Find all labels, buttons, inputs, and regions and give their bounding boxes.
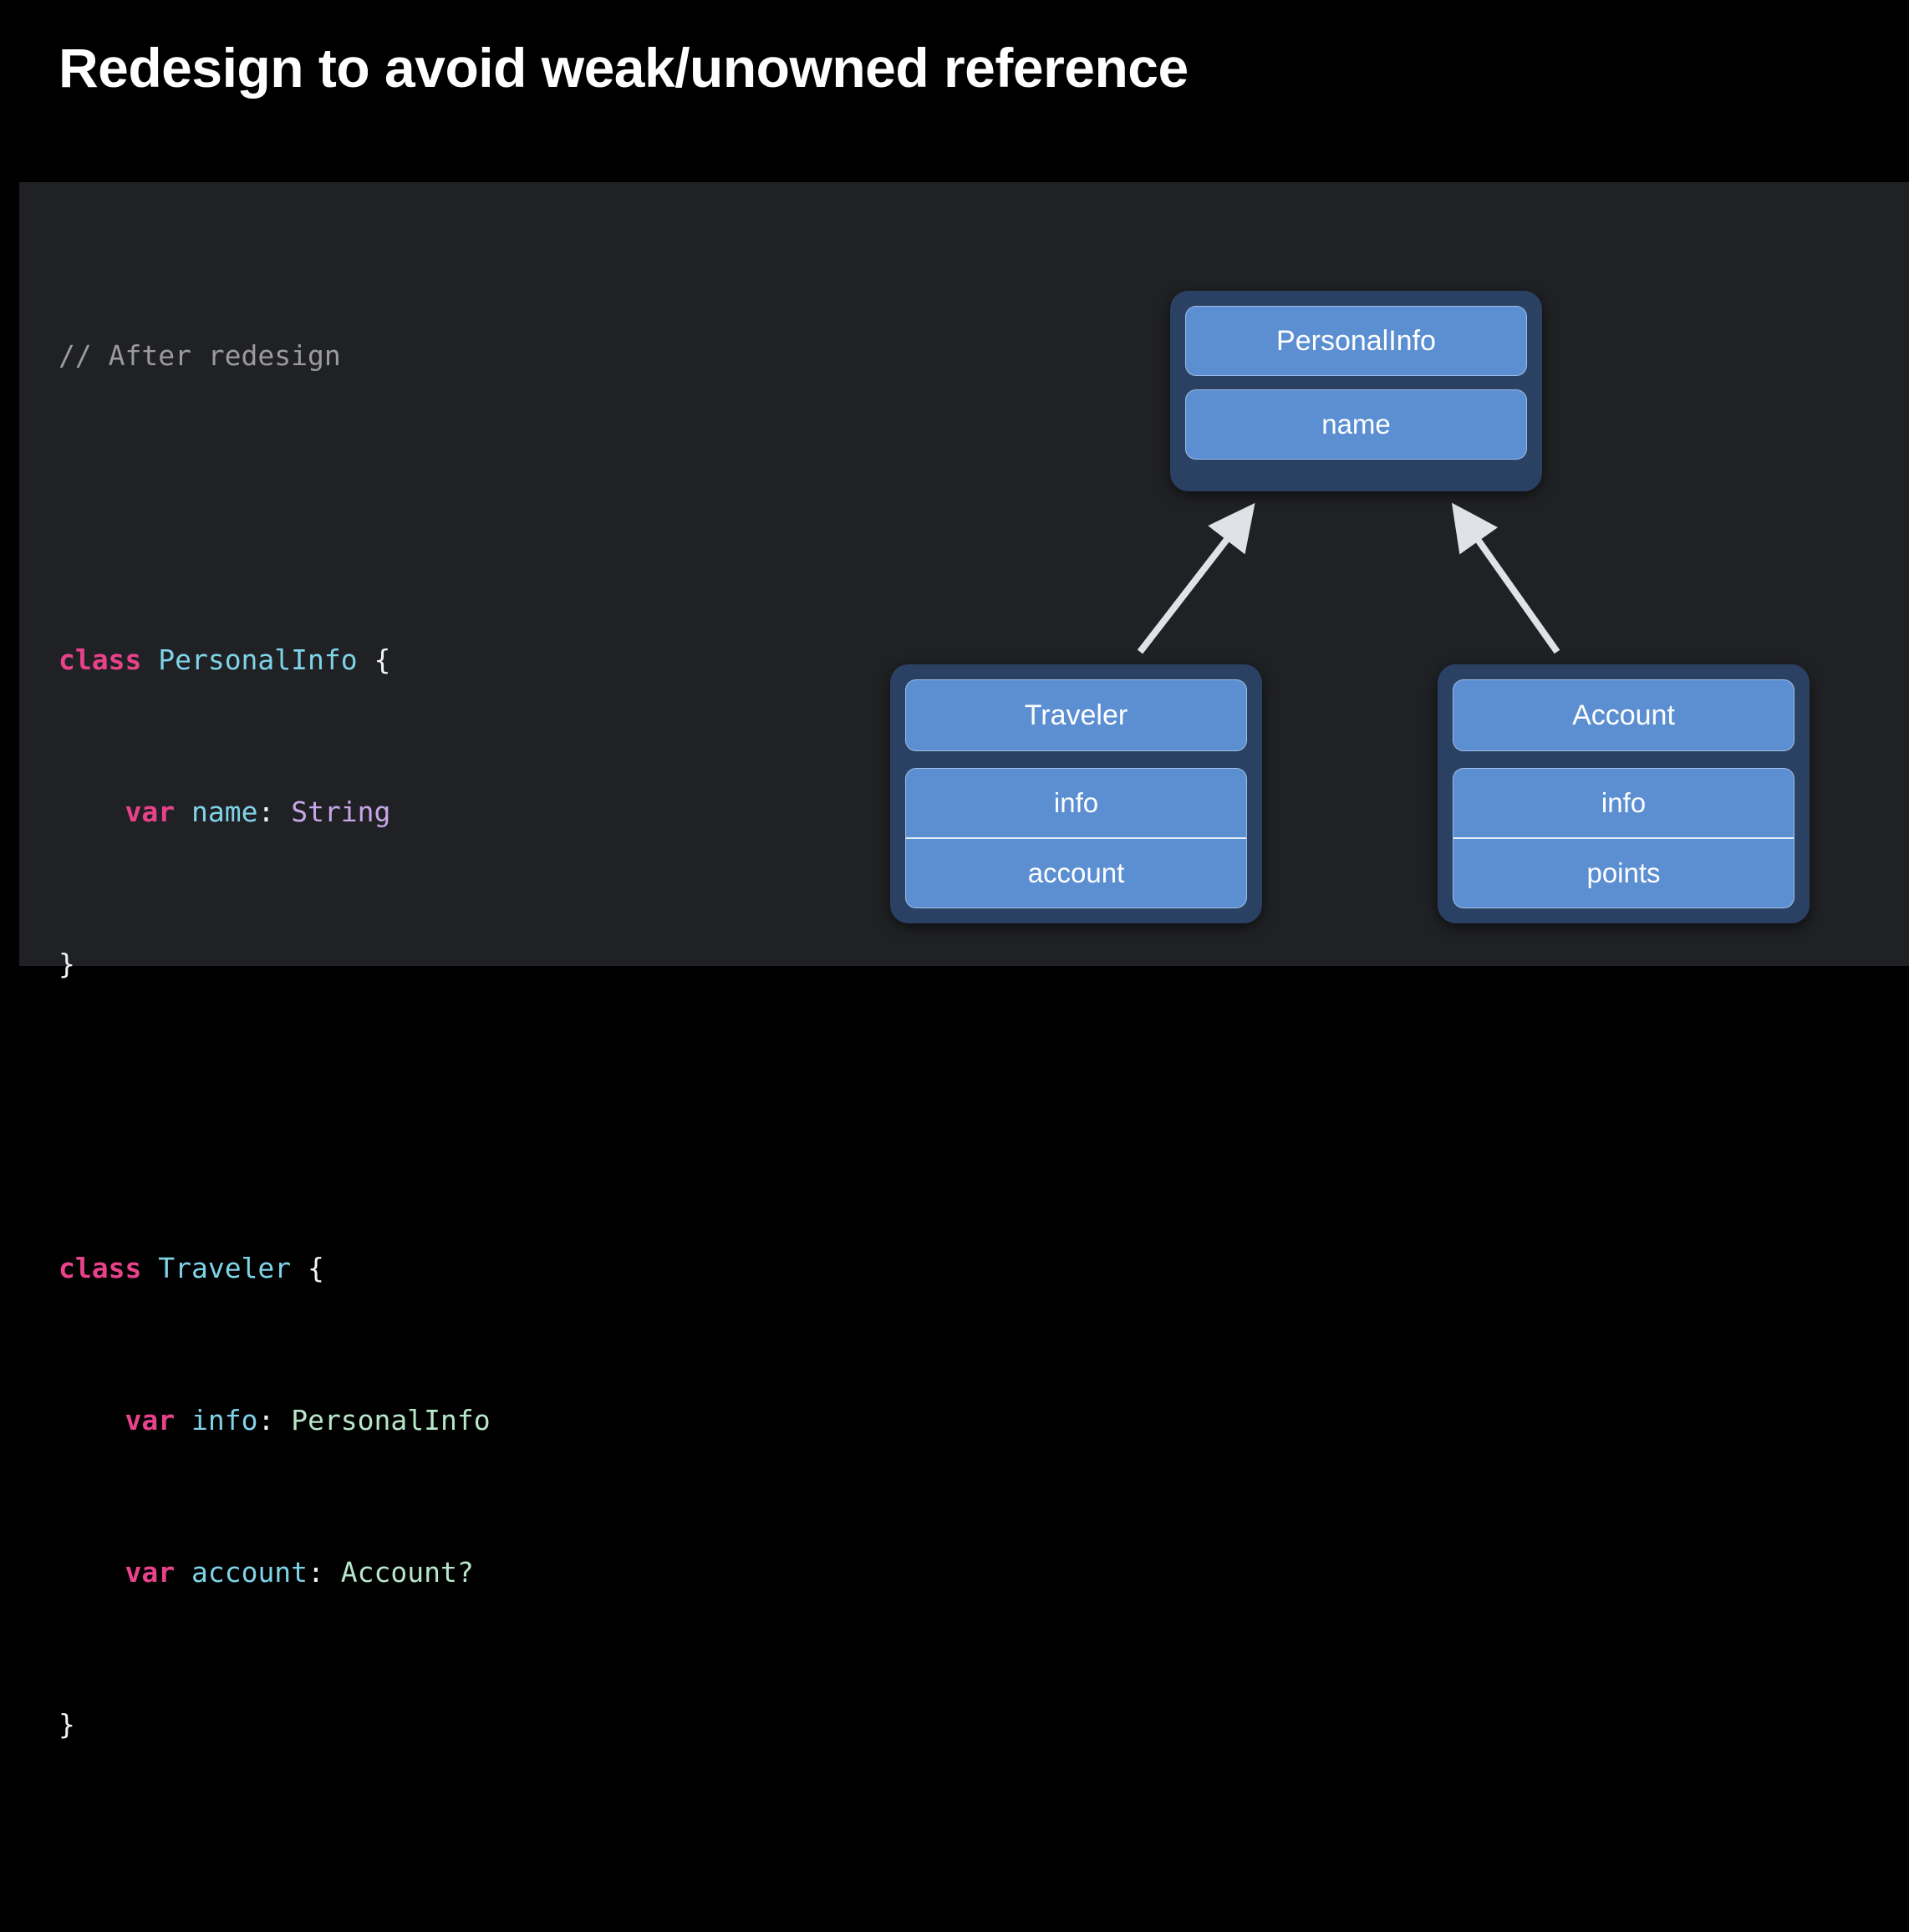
- page-title: Redesign to avoid weak/unowned reference: [59, 36, 1189, 99]
- code-token-type-traveler: Traveler: [158, 1251, 292, 1284]
- code-token-colon: :: [257, 795, 275, 828]
- code-token-keyword-var: var: [125, 1555, 176, 1589]
- code-listing: // After redesign class PersonalInfo { v…: [59, 222, 491, 1932]
- code-line: class PersonalInfo {: [59, 641, 491, 679]
- code-token-prop-account: account: [191, 1555, 308, 1589]
- code-space: [358, 643, 374, 676]
- code-space: [141, 1252, 158, 1284]
- code-token-brace-open: {: [374, 643, 391, 676]
- uml-node-traveler[interactable]: Traveler info account: [890, 664, 1262, 923]
- code-token-brace-close: }: [59, 947, 75, 980]
- code-token-builtin-string: String: [291, 795, 391, 828]
- code-line: }: [59, 945, 491, 984]
- uml-property-account: account: [906, 837, 1246, 908]
- code-token-brace-open: {: [308, 1251, 324, 1284]
- code-line: class Traveler {: [59, 1249, 491, 1288]
- uml-node-properties: info points: [1453, 768, 1794, 908]
- code-space: [175, 1556, 191, 1589]
- uml-property-name: name: [1321, 409, 1391, 440]
- code-space: [141, 643, 158, 676]
- code-token-type-personalinfo: PersonalInfo: [158, 643, 358, 676]
- code-token-keyword-var: var: [125, 1403, 176, 1436]
- uml-node-properties: info account: [905, 768, 1247, 908]
- code-line: var account: Account?: [59, 1553, 491, 1592]
- code-line: // After redesign: [59, 337, 491, 375]
- code-space: [175, 1404, 191, 1436]
- code-token-colon: :: [308, 1555, 324, 1589]
- code-indent: [59, 796, 125, 828]
- code-space: [274, 1404, 291, 1436]
- arrow-account-to-personalinfo: [1451, 502, 1560, 654]
- uml-node-account[interactable]: Account info points: [1438, 664, 1810, 923]
- code-space: [291, 1252, 308, 1284]
- code-token-prop-info: info: [191, 1403, 258, 1436]
- uml-node-properties: name: [1185, 389, 1527, 460]
- code-line-blank: [59, 489, 491, 527]
- code-line: var name: String: [59, 793, 491, 831]
- uml-node-title: PersonalInfo: [1185, 306, 1527, 376]
- code-line-blank: [59, 1097, 491, 1136]
- code-line: }: [59, 1706, 491, 1744]
- code-space: [274, 796, 291, 828]
- code-line: var info: PersonalInfo: [59, 1401, 491, 1440]
- code-token-comment: // After redesign: [59, 338, 341, 372]
- uml-node-title: Account: [1453, 679, 1794, 751]
- code-token-usertype-personalinfo: PersonalInfo: [291, 1403, 491, 1436]
- code-token-brace-close: }: [59, 1707, 75, 1741]
- uml-node-personalinfo[interactable]: PersonalInfo name: [1170, 291, 1542, 491]
- code-indent: [59, 1404, 125, 1436]
- code-space: [324, 1556, 341, 1589]
- uml-property-info: info: [1601, 787, 1647, 818]
- code-token-colon: :: [257, 1403, 275, 1436]
- code-token-usertype-account-optional: Account?: [340, 1555, 474, 1589]
- code-token-prop-name: name: [191, 795, 258, 828]
- code-space: [175, 796, 191, 828]
- code-line-blank: [59, 1858, 491, 1896]
- uml-property-points: points: [1453, 837, 1794, 908]
- code-token-keyword-class: class: [59, 1251, 142, 1284]
- arrow-traveler-to-personalinfo: [1137, 502, 1255, 654]
- uml-node-title: Traveler: [905, 679, 1247, 751]
- code-token-keyword-var: var: [125, 795, 176, 828]
- code-indent: [59, 1556, 125, 1589]
- code-token-keyword-class: class: [59, 643, 142, 676]
- uml-property-info: info: [1053, 787, 1099, 818]
- content-panel: // After redesign class PersonalInfo { v…: [19, 182, 1909, 1741]
